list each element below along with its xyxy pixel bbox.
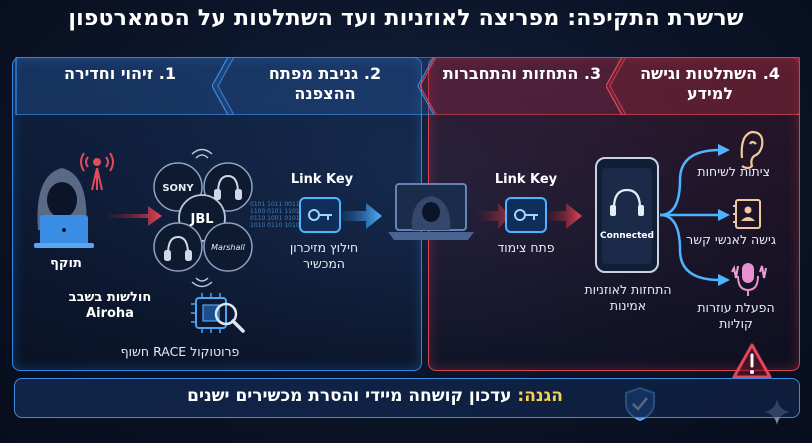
smartphone-icon (595, 157, 659, 273)
brand-jbl: JBL (189, 212, 213, 227)
extract-caption: חילוץ מזיכרון המכשיר (289, 240, 359, 271)
step-2-chevron (212, 57, 434, 115)
extract-key-label: Link Key (291, 172, 354, 187)
antenna-icon (80, 152, 114, 191)
action-eavesdrop-label: ציתות לשיחות (697, 164, 770, 179)
svg-text:1010 0110 1010: 1010 0110 1010 (250, 222, 300, 229)
pairing-caption: פתח צימוד (497, 240, 555, 255)
svg-text:1100 0101 1101: 1100 0101 1101 (250, 208, 300, 215)
arrow-pair-out (548, 203, 582, 229)
brand-sony: SONY (162, 183, 194, 194)
defense-body: עדכון קושחה מיידי והסרת מכשירים ישנים (187, 386, 512, 406)
step-3-label: 3. התחזות והתחברות (442, 64, 602, 83)
arrow-pair-in (478, 203, 510, 229)
race-protocol-label: פרוטוקול RACE חשוף (120, 344, 240, 359)
step-4-label: 4. השתלטות וגישה למידע (640, 64, 780, 103)
action-voice-assistant-label: הפעלת עוזרות קוליות (697, 300, 775, 331)
step-1-chevron (12, 57, 234, 115)
arrow-attack-1 (108, 206, 162, 226)
laptop-attacker-icon (388, 183, 474, 240)
branch-arrows (659, 148, 721, 282)
svg-text:0101 1011 0011: 0101 1011 0011 (250, 201, 300, 208)
svg-text:0110 1001 0101: 0110 1001 0101 (250, 215, 300, 222)
key-chip-icon-pairing (505, 197, 547, 233)
page-title: שרשרת התקיפה: מפריצה לאוזניות ועד השתלטו… (68, 6, 744, 31)
device-cluster (153, 148, 253, 288)
brand-marshall: Marshall (211, 243, 245, 252)
contacts-icon (733, 199, 761, 229)
vuln-chip-name: Airoha (86, 306, 134, 321)
binary-stream: 0101 1011 0011 1100 0101 1101 0110 1001 … (250, 201, 300, 229)
phone-caption: התחזות לאוזניות אמינות (584, 282, 672, 313)
microphone-icon (731, 263, 767, 296)
step-1-label: 1. זיהוי וחדירה (64, 64, 176, 83)
hacker-icon (34, 168, 94, 248)
vuln-chip-label: חולשות בשבב (68, 290, 152, 305)
attacker-label: תוקף (50, 256, 82, 271)
warning-icon (732, 343, 772, 379)
phone-status: Connected (600, 231, 654, 241)
arrow-extract (342, 203, 382, 229)
defense-text: הגנה: עדכון קושחה מיידי והסרת מכשירים יש… (140, 386, 610, 406)
key-chip-icon-extract (299, 197, 341, 233)
step-2-label: 2. גניבת מפתח ההצפנה (268, 64, 382, 103)
chip-magnifier-icon (191, 293, 245, 333)
action-contacts-label: גישה לאנשי קשר (686, 232, 776, 247)
defense-prefix: הגנה: (517, 386, 563, 406)
ear-icon (740, 130, 764, 170)
step-3-chevron (420, 57, 626, 115)
pairing-key-label: Link Key (495, 172, 558, 187)
defense-bar (14, 378, 800, 418)
